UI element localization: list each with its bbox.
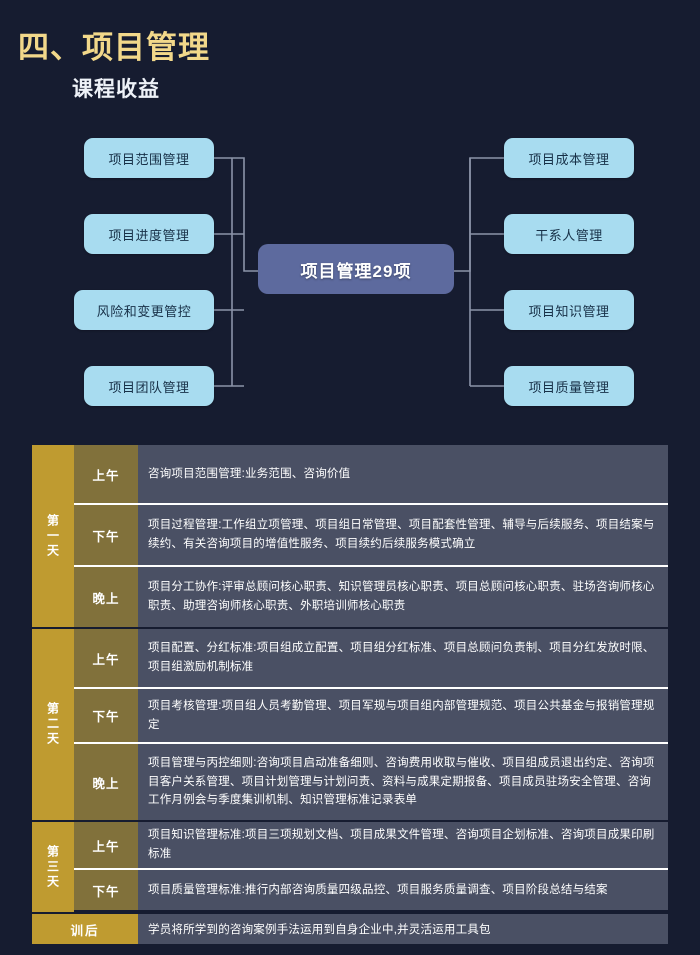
node-label: 项目知识管理 — [528, 303, 610, 319]
session-label: 下午 — [74, 870, 138, 912]
center-node-label: 项目管理29项 — [300, 261, 412, 281]
session-content: 项目管理与丙控细则:咨询项目启动准备细则、咨询费用收取与催收、项目组成员退出约定… — [138, 744, 668, 822]
table-row: 第二天 上午 项目配置、分红标准:项目组成立配置、项目组分红标准、项目总顾问负责… — [32, 629, 668, 822]
session-row: 下午 项目过程管理:工作组立项管理、项目组日常管理、项目配套性管理、辅导与后续服… — [74, 505, 668, 567]
row-divider — [32, 912, 668, 914]
mindmap-node-right-1[interactable]: 项目成本管理 — [504, 138, 634, 178]
page-title: 四、项目管理 — [18, 30, 210, 65]
schedule-table: 第一天 上午 咨询项目范围管理:业务范围、咨询价值 下午 项目过程管理:工作组立… — [32, 445, 668, 944]
post-training-row: 训后 学员将所学到的咨询案例手法运用到自身企业中,并灵活运用工具包 — [32, 914, 668, 944]
session-label: 晚上 — [74, 744, 138, 822]
session-content: 项目考核管理:项目组人员考勤管理、项目军规与项目组内部管理规范、项目公共基金与报… — [138, 689, 668, 744]
post-training-label: 训后 — [32, 914, 138, 944]
session-label: 晚上 — [74, 567, 138, 629]
mindmap-node-right-2[interactable]: 干系人管理 — [504, 214, 634, 254]
node-label: 项目进度管理 — [108, 227, 190, 243]
mindmap-node-left-2[interactable]: 项目进度管理 — [84, 214, 214, 254]
session-row: 下午 项目质量管理标准:推行内部咨询质量四级品控、项目服务质量调查、项目阶段总结… — [74, 870, 668, 912]
session-label: 下午 — [74, 505, 138, 567]
day-label-3: 第三天 — [32, 822, 74, 912]
node-label: 项目质量管理 — [528, 379, 610, 395]
session-label: 上午 — [74, 445, 138, 505]
node-label: 风险和变更管控 — [96, 303, 192, 319]
mindmap-node-right-3[interactable]: 项目知识管理 — [504, 290, 634, 330]
session-label: 上午 — [74, 822, 138, 870]
mindmap-diagram: 项目范围管理 项目进度管理 风险和变更管控 项目团队管理 项目成本管理 干系人管… — [0, 125, 700, 425]
day-label-2: 第二天 — [32, 629, 74, 822]
mindmap-node-left-1[interactable]: 项目范围管理 — [84, 138, 214, 178]
mindmap-center-node[interactable]: 项目管理29项 — [258, 244, 454, 294]
post-training-content: 学员将所学到的咨询案例手法运用到自身企业中,并灵活运用工具包 — [138, 914, 668, 944]
mindmap-node-left-4[interactable]: 项目团队管理 — [84, 366, 214, 406]
session-row: 上午 咨询项目范围管理:业务范围、咨询价值 — [74, 445, 668, 505]
session-row: 下午 项目考核管理:项目组人员考勤管理、项目军规与项目组内部管理规范、项目公共基… — [74, 689, 668, 744]
page-subtitle: 课程收益 — [72, 78, 160, 101]
session-content: 项目过程管理:工作组立项管理、项目组日常管理、项目配套性管理、辅导与后续服务、项… — [138, 505, 668, 567]
node-label: 项目成本管理 — [528, 151, 610, 167]
mindmap-node-right-4[interactable]: 项目质量管理 — [504, 366, 634, 406]
table-row: 第一天 上午 咨询项目范围管理:业务范围、咨询价值 下午 项目过程管理:工作组立… — [32, 445, 668, 629]
day-sessions-2: 上午 项目配置、分红标准:项目组成立配置、项目组分红标准、项目总顾问负责制、项目… — [74, 629, 668, 822]
day-sessions-1: 上午 咨询项目范围管理:业务范围、咨询价值 下午 项目过程管理:工作组立项管理、… — [74, 445, 668, 629]
session-row: 上午 项目配置、分红标准:项目组成立配置、项目组分红标准、项目总顾问负责制、项目… — [74, 629, 668, 689]
session-content: 项目配置、分红标准:项目组成立配置、项目组分红标准、项目总顾问负责制、项目分红发… — [138, 629, 668, 689]
session-row: 上午 项目知识管理标准:项目三项规划文档、项目成果文件管理、咨询项目企划标准、咨… — [74, 822, 668, 870]
table-row: 第三天 上午 项目知识管理标准:项目三项规划文档、项目成果文件管理、咨询项目企划… — [32, 822, 668, 912]
session-label: 下午 — [74, 689, 138, 744]
mindmap-connectors — [214, 157, 504, 387]
day-sessions-3: 上午 项目知识管理标准:项目三项规划文档、项目成果文件管理、咨询项目企划标准、咨… — [74, 822, 668, 912]
session-content: 项目质量管理标准:推行内部咨询质量四级品控、项目服务质量调查、项目阶段总结与结案 — [138, 870, 668, 912]
session-row: 晚上 项目管理与丙控细则:咨询项目启动准备细则、咨询费用收取与催收、项目组成员退… — [74, 744, 668, 822]
session-content: 项目分工协作:评审总顾问核心职责、知识管理员核心职责、项目总顾问核心职责、驻场咨… — [138, 567, 668, 629]
session-content: 项目知识管理标准:项目三项规划文档、项目成果文件管理、咨询项目企划标准、咨询项目… — [138, 822, 668, 870]
session-content: 咨询项目范围管理:业务范围、咨询价值 — [138, 445, 668, 505]
node-label: 项目团队管理 — [108, 379, 190, 395]
node-label: 干系人管理 — [535, 227, 603, 243]
page-header: 四、项目管理 课程收益 — [0, 0, 700, 120]
node-label: 项目范围管理 — [108, 151, 190, 167]
day-label-1: 第一天 — [32, 445, 74, 629]
session-label: 上午 — [74, 629, 138, 689]
session-row: 晚上 项目分工协作:评审总顾问核心职责、知识管理员核心职责、项目总顾问核心职责、… — [74, 567, 668, 629]
mindmap-node-left-3[interactable]: 风险和变更管控 — [74, 290, 214, 330]
